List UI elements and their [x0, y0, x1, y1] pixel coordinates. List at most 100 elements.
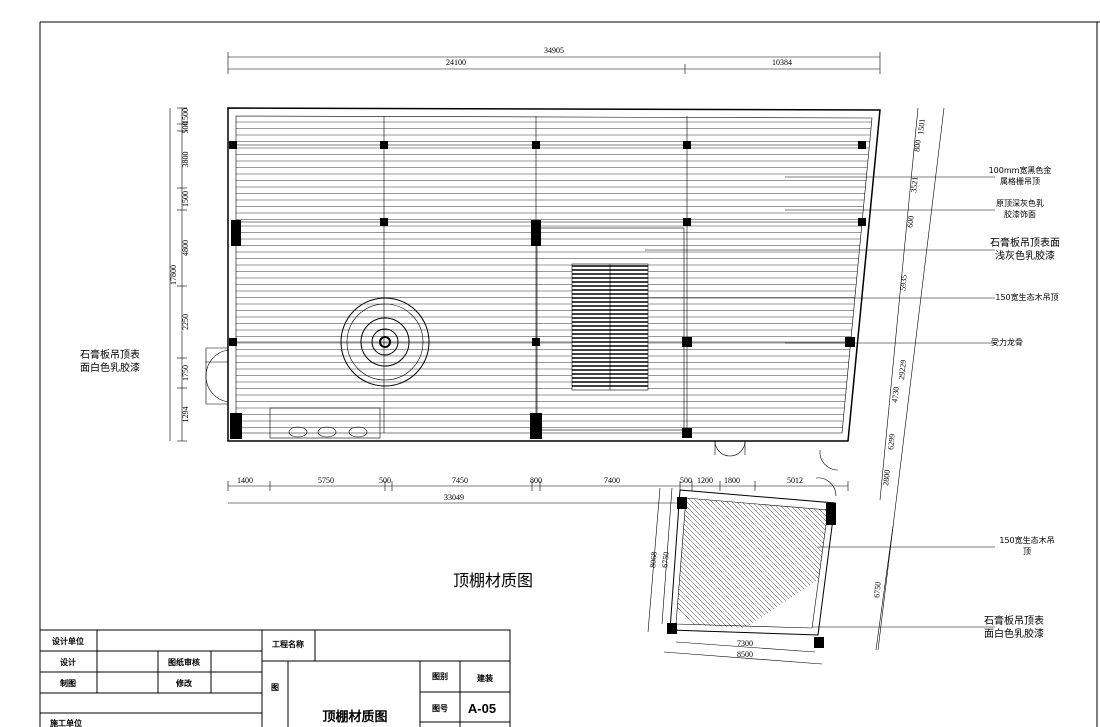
- column: [231, 220, 241, 246]
- hatch-line: [729, 498, 828, 628]
- dim-bottom-value: 1800: [724, 476, 740, 485]
- material-label-line1: 石膏板吊顶表: [984, 614, 1044, 627]
- hatch-line: [769, 498, 828, 628]
- dim-left-value: 1750: [181, 365, 190, 381]
- material-label-line1: 150宽生态木吊: [999, 535, 1054, 545]
- hatch-line: [784, 498, 828, 628]
- main-plan-inner-outline: [235, 115, 873, 434]
- review-label: 图纸审核: [168, 657, 200, 667]
- dim-right-value: 2800: [881, 469, 892, 486]
- ceiling-hatch: [236, 121, 872, 428]
- column: [531, 220, 541, 246]
- construction-unit-label: 施工单位: [50, 718, 82, 727]
- dim-left-value: 1500: [181, 191, 190, 207]
- hatch-line: [759, 498, 828, 628]
- dim-top-left: 24100: [446, 58, 466, 67]
- hatch-line: [744, 498, 828, 628]
- project-name-label: 工程名称: [272, 639, 304, 649]
- category-label: 图别: [432, 672, 448, 681]
- annex-inner-outline: [675, 497, 829, 629]
- column: [229, 338, 237, 346]
- hatch-line: [676, 498, 741, 628]
- dim-bottom-value: 7450: [452, 476, 468, 485]
- material-label-line1: 受力龙骨: [991, 337, 1023, 347]
- hatch-line: [799, 498, 828, 628]
- category-value: 建装: [476, 673, 493, 683]
- annex-dim-left-inner: 6750: [660, 551, 670, 568]
- dim-bottom-value: 500: [379, 476, 391, 485]
- annex-hatch: [676, 490, 980, 640]
- hatch-line: [676, 498, 731, 628]
- dim-bottom-value: 1200: [697, 476, 713, 485]
- material-label-line2: 胶漆饰面: [1004, 209, 1036, 219]
- column: [858, 141, 866, 149]
- hatch-line: [764, 498, 828, 628]
- column: [683, 141, 691, 149]
- hatch-line: [830, 490, 980, 640]
- dim-overall-top: 34905: [544, 46, 564, 55]
- column: [683, 218, 691, 226]
- dim-right-value: 4730: [890, 386, 901, 403]
- drafting-label: 制图: [60, 678, 76, 688]
- material-labels: 100mm宽黑色金属格栅吊顶原顶深灰色乳胶漆饰面石膏板吊顶表面浅灰色乳胶漆150…: [984, 165, 1060, 640]
- hatch-line: [724, 498, 828, 628]
- design-unit-label: 设计单位: [52, 636, 84, 646]
- column: [380, 218, 388, 226]
- column: [230, 413, 242, 439]
- dim-bottom-total: 33049: [444, 493, 464, 502]
- column: [682, 428, 692, 438]
- columns: [229, 141, 866, 439]
- dim-left-total: 17800: [169, 265, 178, 285]
- dim-bottom-value: 800: [530, 476, 542, 485]
- dim-left-value: 4800: [181, 240, 190, 256]
- hatch-line: [794, 498, 828, 628]
- material-label-line1: 150宽生态木吊顶: [995, 292, 1058, 302]
- dim-bottom-value: 5750: [318, 476, 334, 485]
- material-label-line2: 面白色乳胶漆: [984, 627, 1044, 640]
- column: [532, 338, 540, 346]
- dim-bottom-value: 5012: [787, 476, 803, 485]
- dim-left-value: 500: [181, 122, 190, 134]
- design-label: 设计: [60, 657, 76, 667]
- annex-dim-bottom-inner: 7300: [737, 639, 753, 648]
- hatch-line: [676, 498, 766, 628]
- dim-bottom-value: 7400: [604, 476, 620, 485]
- drawing-char: 图: [271, 683, 279, 692]
- annex-dim-right: 6750: [872, 581, 882, 598]
- hatch-line: [789, 498, 828, 628]
- hatch-line: [676, 498, 726, 628]
- column: [229, 141, 237, 149]
- hatch-line: [719, 498, 828, 628]
- hatch-line: [676, 498, 721, 628]
- hatch-line: [676, 498, 786, 628]
- column: [380, 141, 388, 149]
- material-label-line2: 顶: [1023, 547, 1031, 556]
- hatch-line: [704, 498, 828, 628]
- dim-right-value: 3521: [909, 176, 920, 193]
- main-plan-outline: [227, 107, 881, 442]
- hatch-line: [774, 498, 828, 628]
- label-left-line1: 石膏板吊顶表: [80, 348, 140, 361]
- dim-left-value: 1294: [181, 407, 190, 423]
- hatch-line: [714, 498, 828, 628]
- hatch-line: [779, 498, 828, 628]
- door-bottom: [714, 440, 839, 497]
- dim-right-value: 800: [912, 139, 922, 152]
- dim-right-total: 29229: [897, 359, 908, 380]
- dim-right-value: 5935: [898, 274, 909, 291]
- number-value: A-05: [468, 701, 496, 716]
- material-label-line2: 属格栅吊顶: [1000, 176, 1040, 186]
- dim-bottom-value: 500: [680, 476, 692, 485]
- leader-lines: [205, 176, 995, 628]
- drawing-title: 顶棚材质图: [453, 571, 533, 590]
- dim-bottom-value: 1400: [237, 476, 253, 485]
- hatch-line: [709, 498, 828, 628]
- hatch-line: [754, 498, 828, 628]
- hatch-line: [676, 498, 711, 628]
- dim-right-value: 6299: [886, 433, 897, 450]
- hatch-line: [676, 498, 716, 628]
- counter: [269, 407, 381, 439]
- door-left: [205, 347, 229, 405]
- hatch-line: [676, 498, 736, 628]
